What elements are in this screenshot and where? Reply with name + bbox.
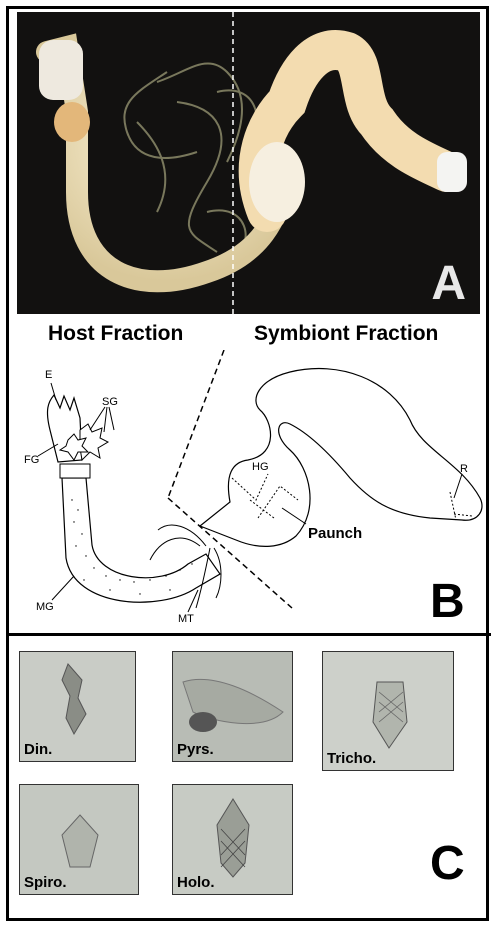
micrograph-pyrs: Pyrs.	[172, 651, 293, 762]
label-fg: FG	[24, 454, 39, 466]
gut-diagram: E SG FG MG MT HG R Paunch	[24, 350, 483, 625]
micrograph-pyrs-label: Pyrs.	[177, 741, 214, 758]
label-mg: MG	[36, 601, 54, 613]
micrograph-din: Din.	[19, 651, 136, 762]
micrograph-holo: Holo.	[172, 784, 293, 895]
micrograph-tricho: Tricho.	[322, 651, 454, 771]
micrograph-tricho-image	[323, 652, 453, 770]
host-fraction-label: Host Fraction	[48, 322, 184, 345]
micrograph-tricho-label: Tricho.	[327, 750, 377, 767]
label-mt: MT	[178, 613, 194, 625]
micrograph-holo-image	[173, 785, 292, 894]
label-paunch: Paunch	[308, 525, 362, 542]
panel-letter-c: C	[430, 837, 465, 890]
panel-letter-a: A	[431, 257, 466, 310]
panel-letter-b: B	[430, 575, 465, 628]
gut-photograph: A	[17, 12, 480, 314]
micrograph-holo-label: Holo.	[177, 874, 215, 891]
label-sg: SG	[102, 396, 118, 408]
micrograph-spiro-image	[20, 785, 138, 894]
panel-divider	[6, 633, 491, 636]
micrograph-spiro-label: Spiro.	[24, 874, 67, 891]
label-hg: HG	[252, 461, 269, 473]
micrograph-pyrs-image	[173, 652, 292, 761]
micrograph-spiro: Spiro.	[19, 784, 139, 895]
figure-frame	[6, 6, 489, 921]
label-r: R	[460, 463, 468, 475]
micrograph-din-label: Din.	[24, 741, 53, 758]
micrograph-din-image	[20, 652, 135, 761]
gut-photo-illustration	[17, 12, 480, 314]
label-e: E	[45, 369, 52, 381]
symbiont-fraction-label: Symbiont Fraction	[254, 322, 439, 345]
